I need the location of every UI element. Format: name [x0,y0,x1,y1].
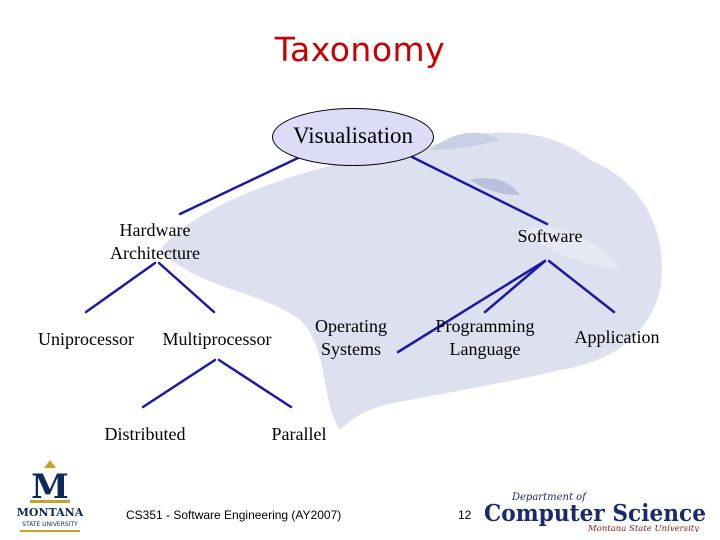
node-parallel: Parallel [271,424,327,444]
edge-root-hardware [178,155,302,216]
footer-course: CS351 - Software Engineering (AY2007) [126,508,342,522]
node-programming-language-line2: Language [449,339,521,359]
node-uniprocessor: Uniprocessor [38,329,134,349]
node-hardware-architecture-line1: Hardware [119,220,191,240]
edge-software-application [547,259,616,314]
edge-hardware-multiprocessor [157,261,216,314]
edge-multiprocessor-distributed [141,358,217,409]
node-programming-language: Programming Language [424,315,546,361]
node-operating-systems: Operating Systems [296,315,406,361]
page-number: 12 [458,508,472,522]
cs-department-of: Department of [511,492,588,503]
node-operating-systems-line2: Systems [320,339,381,359]
root-node-ellipse [272,108,434,166]
node-multiprocessor: Multiprocessor [162,329,272,349]
node-programming-language-line1: Programming [435,316,535,336]
root-node-label: Visualisation [293,123,413,148]
computer-science-logo: Department of Computer Science Montana S… [484,492,706,532]
msu-name: MONTANA [17,506,84,519]
edge-root-software [410,155,549,226]
edge-software-operating-systems [396,259,547,354]
node-hardware-architecture: Hardware Architecture [95,219,215,265]
node-operating-systems-line1: Operating [315,316,387,336]
slide-title: Taxonomy [274,30,446,69]
cs-university: Montana State University [587,524,699,532]
cs-name: Computer Science [484,500,706,527]
node-application: Application [574,327,660,347]
edge-software-programming [483,259,547,314]
msu-sub: STATE UNIVERSITY [22,521,78,528]
node-software: Software [517,226,583,246]
node-distributed: Distributed [104,424,186,444]
edge-hardware-uniprocessor [84,261,157,314]
montana-state-logo: M MONTANA STATE UNIVERSITY [17,460,84,532]
node-hardware-architecture-line2: Architecture [110,243,200,263]
edge-multiprocessor-parallel [217,358,293,409]
